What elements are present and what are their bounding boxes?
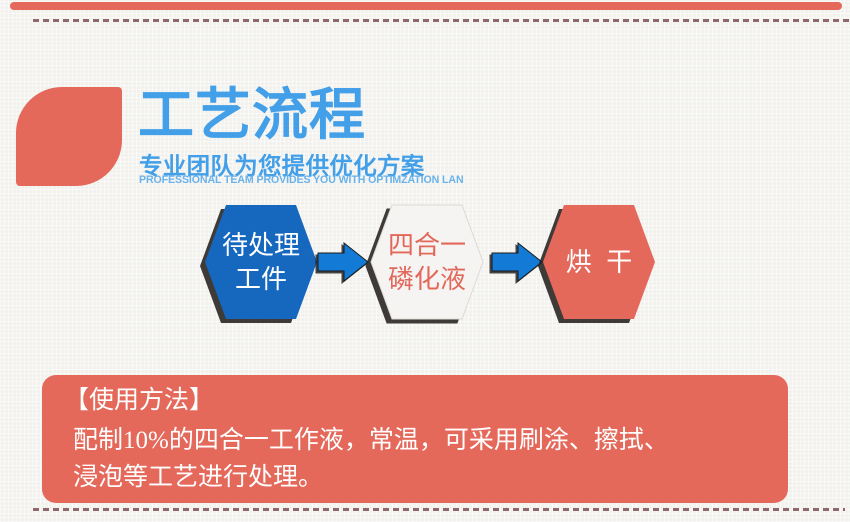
flow-step-label-line1: 待处理 bbox=[221, 230, 300, 260]
top-dashed-divider bbox=[33, 19, 850, 22]
flow-step-label-line1: 烘 干 bbox=[565, 247, 633, 277]
bottom-dashed-divider bbox=[33, 508, 845, 511]
page-subtitle: 专业团队为您提供优化方案 bbox=[139, 153, 425, 179]
usage-method-line1: 配制10%的四合一工作液，常温，可采用刷涂、擦拭、 bbox=[73, 427, 669, 454]
usage-method-line2: 浸泡等工艺进行处理。 bbox=[73, 464, 324, 491]
usage-method-heading: 【使用方法】 bbox=[64, 386, 215, 414]
usage-method-panel: 【使用方法】 配制10%的四合一工作液，常温，可采用刷涂、擦拭、 浸泡等工艺进行… bbox=[42, 375, 788, 503]
page-subtitle-english: PROFESSIONAL TEAM PROVIDES YOU WITH OPTI… bbox=[139, 174, 464, 186]
flow-step-label: 待处理 工件 bbox=[205, 205, 317, 319]
flow-step-label: 烘 干 bbox=[543, 205, 655, 319]
page-title: 工艺流程 bbox=[138, 83, 366, 146]
flow-arrow-right-icon bbox=[317, 241, 369, 283]
flow-step-label-line2: 磷化液 bbox=[387, 264, 466, 294]
leaf-shape bbox=[16, 87, 122, 186]
flow-step-label-line1: 四合一 bbox=[387, 230, 466, 260]
flow-arrow-right-icon bbox=[491, 241, 543, 283]
flow-step-label: 四合一 磷化液 bbox=[371, 205, 483, 319]
hexagon-shape-icon bbox=[205, 205, 317, 319]
usage-method-text: 配制10%的四合一工作液，常温，可采用刷涂、擦拭、 浸泡等工艺进行处理。 bbox=[73, 422, 788, 496]
flow-step-pending-workpiece: 待处理 工件 bbox=[205, 205, 317, 319]
top-accent-bar bbox=[10, 2, 842, 10]
hexagon-shape-icon bbox=[370, 204, 484, 320]
flow-step-drying: 烘 干 bbox=[543, 205, 655, 319]
flow-step-label-line2: 工件 bbox=[234, 264, 287, 294]
flow-step-phosphating-solution: 四合一 磷化液 bbox=[370, 204, 484, 320]
hexagon-shape-icon bbox=[543, 205, 655, 319]
